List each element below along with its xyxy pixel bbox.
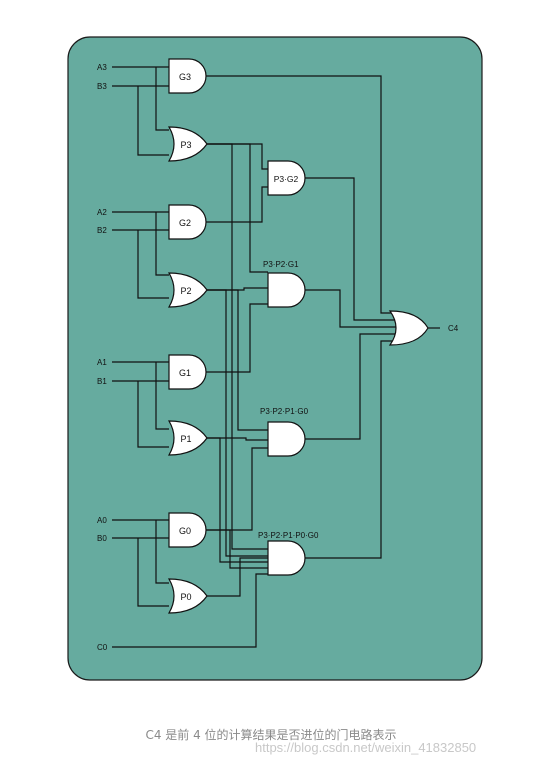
gate-t3	[267, 421, 306, 457]
figure-caption: C4 是前 4 位的计算结果是否进位的门电路表示	[145, 728, 397, 742]
carry-lookahead-diagram: G3 P3 P3·G2 G2 P2 P3·P2·G1 G1 P1 P3·P2·P…	[67, 36, 483, 681]
term-label-t4: P3·P2·P1·P0·G0	[258, 531, 319, 540]
gate-t4	[267, 540, 306, 576]
watermark-text: https://blog.csdn.net/weixin_41832850	[255, 740, 477, 755]
gate-g0-label: G0	[179, 526, 191, 536]
gate-p0-label: P0	[180, 592, 191, 602]
output-c4-label: C4	[448, 324, 459, 333]
gate-g3: G3	[168, 58, 207, 94]
term-label-t3: P3·P2·P1·G0	[260, 407, 309, 416]
gate-p1-label: P1	[180, 434, 191, 444]
input-a3: A3	[97, 63, 107, 72]
term-label-t2: P3·P2·G1	[263, 260, 299, 269]
input-a1: A1	[97, 358, 107, 367]
input-b2: B2	[97, 226, 107, 235]
input-b3: B3	[97, 82, 107, 91]
input-a0: A0	[97, 516, 107, 525]
gate-g1: G1	[168, 354, 207, 390]
input-c0: C0	[97, 643, 108, 652]
gate-p2: P2	[168, 272, 208, 308]
gate-p0: P0	[168, 578, 208, 614]
input-labels: A3 B3 A2 B2 A1 B1 A0 B0 C0	[97, 63, 108, 652]
gate-g2: G2	[168, 204, 207, 240]
gate-p3: P3	[168, 126, 208, 162]
gate-p3g2: P3·G2	[267, 160, 306, 196]
input-b0: B0	[97, 534, 107, 543]
gate-g0: G0	[168, 512, 207, 548]
gate-p1: P1	[168, 420, 208, 456]
gate-g2-label: G2	[179, 218, 191, 228]
gate-t2	[267, 272, 306, 308]
gate-p3-label: P3	[180, 140, 191, 150]
wires	[112, 66, 440, 648]
diagram-panel	[67, 36, 483, 681]
gate-p2-label: P2	[180, 286, 191, 296]
gate-c4-or	[388, 310, 429, 346]
gate-g3-label: G3	[179, 72, 191, 82]
gate-p3g2-label: P3·G2	[274, 174, 299, 184]
input-a2: A2	[97, 208, 107, 217]
input-b1: B1	[97, 377, 107, 386]
gate-g1-label: G1	[179, 368, 191, 378]
